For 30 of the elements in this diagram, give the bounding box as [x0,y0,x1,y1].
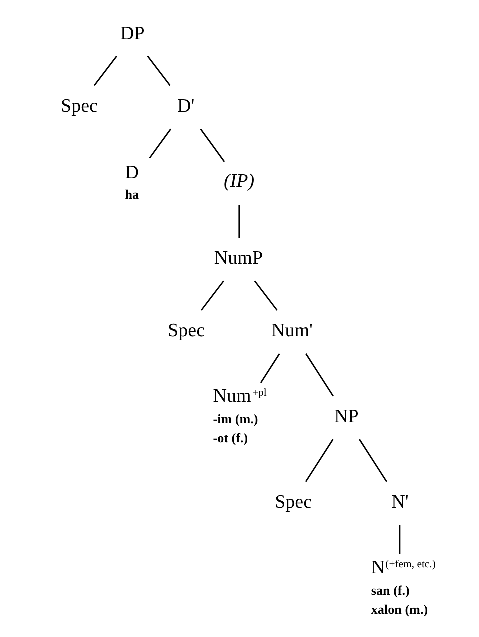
node-text: Spec [168,320,205,342]
node-label: -ot (f.) [212,430,248,446]
connector [358,439,387,482]
node-text: NumP [214,248,263,270]
connector [305,354,334,397]
node-text: D [124,162,138,184]
connector [398,525,400,554]
connector [146,56,170,86]
node-label: xalon (m.) [370,602,428,617]
connector [260,354,280,384]
node-text: DP [120,23,144,44]
connector [238,205,240,238]
node-text: N' [391,492,408,513]
node-text: NP [334,406,358,428]
node-label: san (f.) [370,582,410,598]
node-label: -im (m.) [212,412,258,427]
node-text: Spec [274,492,312,513]
node-text: Num' [271,320,312,342]
node-text: D' [177,96,194,117]
connector [254,280,278,311]
node-text: N$^{(+fem, etc.)}$ [370,557,436,578]
node-label: ha [124,186,139,202]
node-text: (IP) [223,170,254,192]
connector [200,128,225,162]
connector [148,128,172,159]
node-text: Spec [60,96,98,117]
connector [200,280,224,311]
connector [93,56,117,86]
connector [304,439,334,482]
node-text: Num$^{+pl}$ [212,386,266,408]
